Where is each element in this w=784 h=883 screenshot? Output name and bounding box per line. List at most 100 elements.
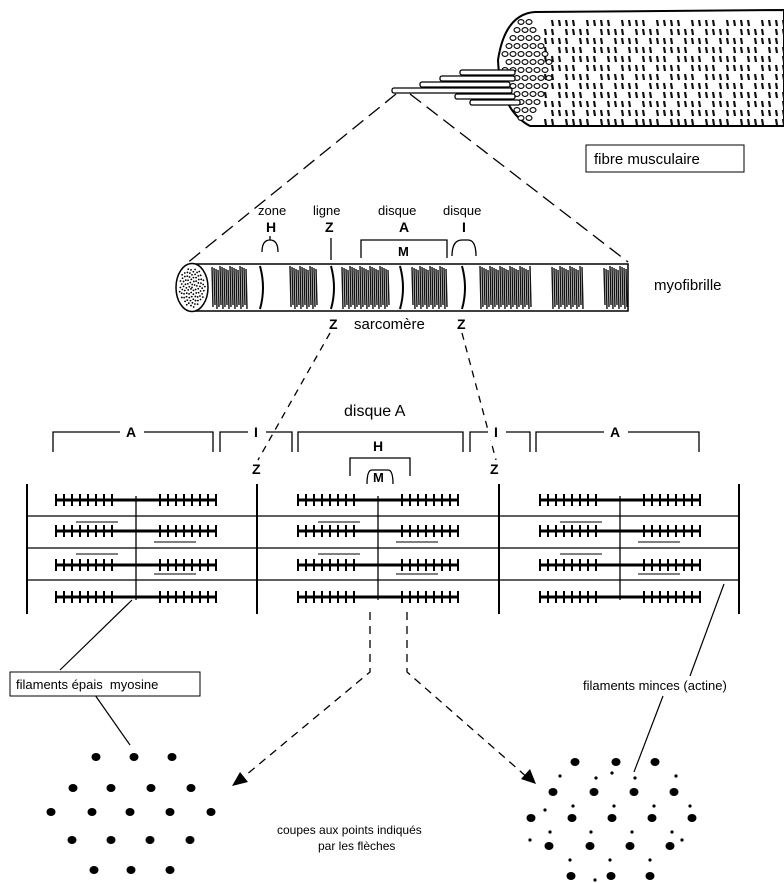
z-line-left-label: Z — [252, 461, 261, 477]
stipple-dot — [196, 272, 198, 274]
fibre-striation — [615, 56, 616, 62]
fibre-striation — [643, 110, 644, 116]
fibre-striation — [741, 20, 742, 26]
stipple-dot — [190, 292, 192, 294]
myofibril-band-line — [558, 270, 559, 309]
stipple-dot — [183, 285, 185, 287]
fibre-striation — [657, 29, 658, 35]
fibre-striation — [657, 38, 658, 44]
fibre-striation — [601, 110, 602, 116]
fibre-striation — [552, 101, 553, 107]
stipple-dot — [187, 283, 189, 285]
myofibril-end-circle — [522, 60, 528, 65]
fibre-striation — [601, 65, 602, 71]
myofibril-band-line — [442, 267, 443, 305]
fibre-striation — [692, 119, 693, 125]
fibre-striation — [685, 83, 686, 89]
myofibril-band-line — [498, 270, 499, 309]
stipple-dot — [191, 274, 193, 276]
fibre-striation — [657, 119, 658, 125]
actin-dot — [608, 858, 611, 861]
fibre-striation — [720, 92, 721, 98]
myofibril-band-line — [364, 268, 365, 305]
band-a-right-label: A — [610, 424, 620, 440]
myosin-dot — [612, 758, 621, 766]
fibre-striation — [664, 101, 665, 107]
stipple-dot — [191, 296, 193, 298]
fibre-striation — [657, 56, 658, 62]
myofibril-end-circle — [510, 36, 516, 41]
myofibril-band-line — [574, 268, 575, 305]
fibre-striation — [615, 74, 616, 80]
myosin-dot — [568, 814, 577, 822]
myofibril-end-circle — [502, 52, 508, 57]
fibre-striation — [776, 110, 777, 116]
fibre-striation — [769, 83, 770, 89]
myofibril-end-circle — [526, 52, 532, 57]
fibre-striation — [678, 92, 679, 98]
myofibril-end-circle — [526, 116, 532, 121]
stipple-dot — [190, 269, 192, 271]
fibre-striation — [748, 110, 749, 116]
fibre-striation — [727, 29, 728, 35]
fibre-striation — [580, 38, 581, 44]
fibre-striation — [552, 20, 553, 26]
fibre-striation — [664, 56, 665, 62]
myofibril-end-circle — [542, 84, 548, 89]
myofibril-band-line — [368, 270, 369, 307]
myosin-dot — [571, 758, 580, 766]
fibre-striation — [552, 65, 553, 71]
myofibril-band-line — [222, 267, 223, 309]
myofibril-end-circle — [518, 20, 524, 25]
stipple-dot — [184, 300, 186, 302]
fibre-striation — [594, 56, 595, 62]
stipple-dot — [179, 287, 181, 289]
fibre-striation — [580, 92, 581, 98]
myofibril-end-circle — [522, 92, 528, 97]
myofibril-band-line — [572, 267, 573, 307]
myofibril-band-line — [526, 269, 527, 305]
fibre-striation — [762, 83, 763, 89]
fibre-striation — [615, 83, 616, 89]
myofibril-band-line — [486, 269, 487, 309]
myofibril-band-line — [360, 266, 361, 309]
fibre-striation — [559, 20, 560, 26]
myofibril-band-line — [480, 266, 481, 309]
fibre-striation — [699, 110, 700, 116]
fibre-striation — [566, 74, 567, 80]
myosin-dot — [166, 808, 175, 816]
stipple-dot — [198, 279, 200, 281]
myofibril-band-line — [362, 267, 363, 307]
fibre-striation — [762, 20, 763, 26]
myosin-dot — [590, 788, 599, 796]
fibre-striation — [678, 110, 679, 116]
fibre-striation — [580, 29, 581, 35]
stipple-dot — [189, 272, 191, 274]
stipple-dot — [199, 295, 201, 297]
stipple-dot — [192, 298, 194, 300]
myofibril-band-line — [614, 268, 615, 307]
stipple-dot — [197, 300, 199, 302]
fibre-striation — [713, 119, 714, 125]
fibre-striation — [720, 83, 721, 89]
myofibril-band-line — [416, 269, 417, 307]
actin-dot — [670, 830, 673, 833]
sarcomere-schematic — [27, 484, 739, 614]
fibre-striation — [594, 101, 595, 107]
stipple-dot — [191, 284, 193, 286]
myofibril-band-line — [356, 269, 357, 307]
fibre-striation — [769, 101, 770, 107]
stipple-dot — [186, 296, 188, 298]
fibre-striation — [608, 101, 609, 107]
fibre-striation — [685, 47, 686, 53]
band-m-label: M — [373, 470, 384, 485]
myofibril-band-line — [308, 270, 309, 307]
fibre-striation — [762, 101, 763, 107]
fibre-striation — [622, 29, 623, 35]
fibre-striation — [685, 101, 686, 107]
stipple-dot — [200, 299, 202, 301]
stipple-dot — [194, 269, 196, 271]
stipple-dot — [182, 277, 184, 279]
fibre-striation — [678, 74, 679, 80]
myofibril-band-line — [528, 270, 529, 309]
